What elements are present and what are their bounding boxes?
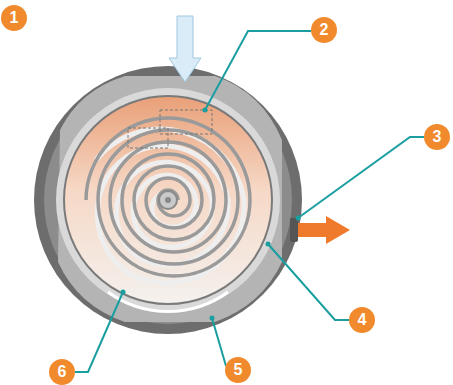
leader-line [212, 318, 226, 366]
leader-end [121, 290, 126, 295]
callout-number: 5 [225, 357, 251, 383]
hub [159, 191, 177, 209]
callout-number: 4 [349, 307, 375, 333]
orbiting-scroll [86, 118, 250, 276]
tip-seal [108, 292, 228, 312]
outer-housing [34, 66, 302, 334]
fixed-scroll-ring [56, 88, 280, 312]
callout-number: 3 [424, 124, 450, 150]
leader-line [268, 244, 349, 320]
leader-end [210, 316, 215, 321]
callout-number: 6 [49, 359, 75, 385]
leader-end [266, 242, 271, 247]
scroll-chamber [64, 96, 272, 304]
callout-number: 2 [311, 17, 337, 43]
outlet-fitting [290, 218, 298, 242]
housing-ring [44, 76, 292, 324]
scroll-rim [64, 96, 272, 304]
leader-end [296, 216, 301, 221]
outlet-arrow [298, 216, 350, 244]
shaft [165, 197, 171, 203]
leader-line [205, 31, 311, 110]
inlet-arrow [169, 16, 201, 82]
inlet-zone [128, 128, 168, 148]
leader-line [75, 292, 123, 372]
housing-face [58, 76, 282, 322]
leader-line [298, 137, 424, 218]
callout-number: 1 [1, 5, 27, 31]
leader-end [203, 108, 208, 113]
